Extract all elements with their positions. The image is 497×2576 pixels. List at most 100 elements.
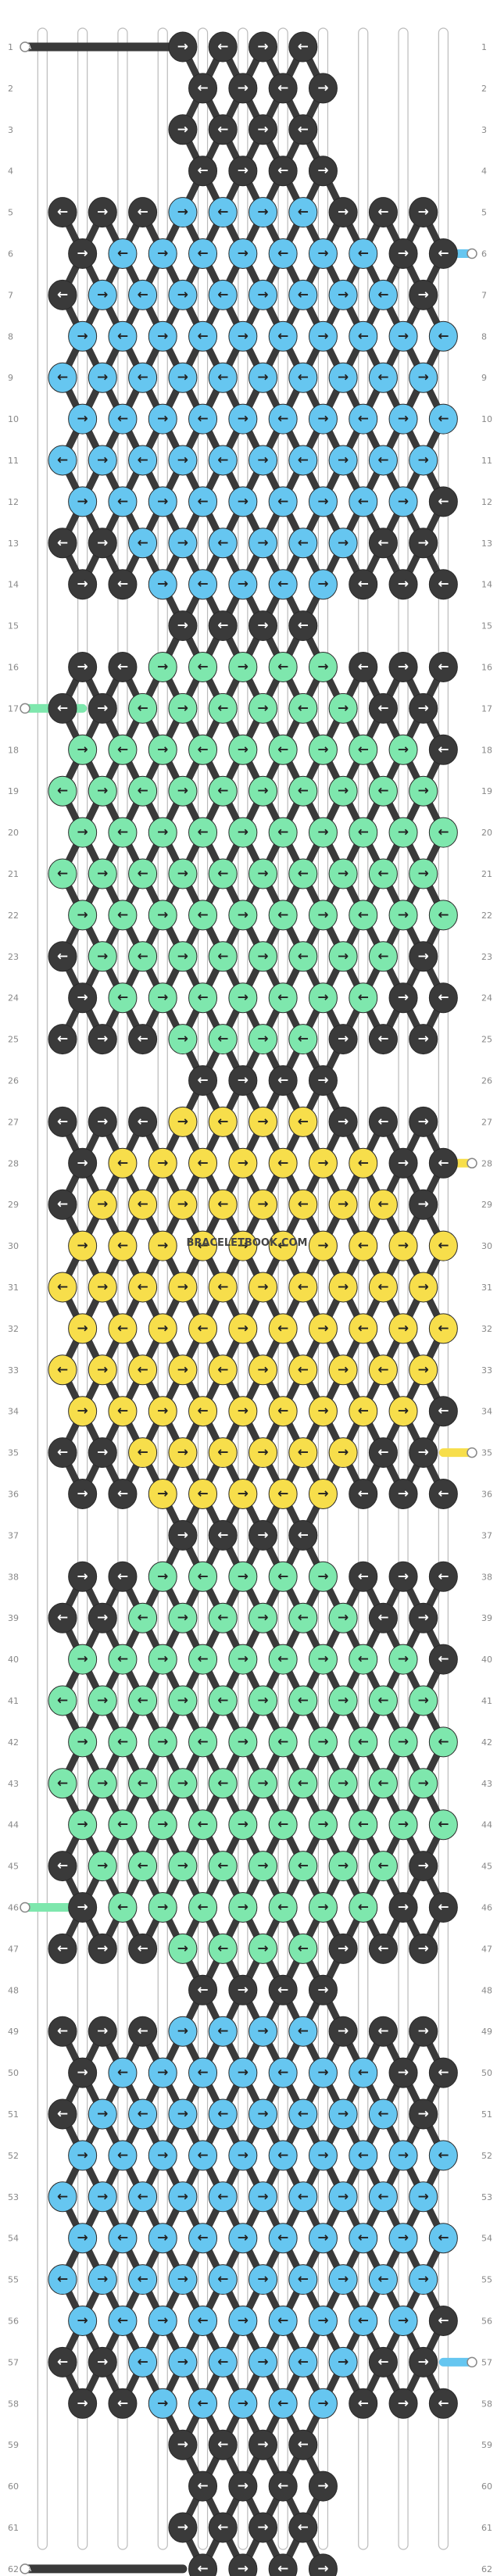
row-number-right: 12 bbox=[481, 497, 492, 507]
knot bbox=[388, 1396, 418, 1427]
knot bbox=[168, 2346, 198, 2377]
knot bbox=[188, 1644, 218, 1675]
knot bbox=[88, 858, 117, 889]
row-number-left: 1 bbox=[8, 42, 13, 52]
knot-arrow: ← bbox=[277, 1404, 288, 1419]
row-number-right: 5 bbox=[481, 208, 487, 218]
knot-arrow: → bbox=[317, 2148, 328, 2163]
row-number-right: 16 bbox=[481, 663, 492, 673]
knot bbox=[208, 775, 238, 807]
knot-arrow: → bbox=[317, 990, 328, 1006]
watermark-text: BRACELETBOOK.COM bbox=[187, 1237, 308, 1249]
knot bbox=[349, 1147, 378, 1179]
knot-arrow: → bbox=[157, 1487, 168, 1502]
knot-arrow: → bbox=[157, 660, 168, 675]
knot-arrow: → bbox=[77, 825, 88, 840]
knot bbox=[168, 1106, 198, 1137]
row-number-left: 3 bbox=[8, 125, 13, 135]
knot-arrow: ← bbox=[438, 246, 449, 262]
knot-arrow: → bbox=[157, 2395, 168, 2411]
knot bbox=[88, 1354, 117, 1386]
knot bbox=[268, 2306, 298, 2336]
knot bbox=[88, 1189, 117, 1220]
knot-arrow: → bbox=[317, 2561, 328, 2576]
knot bbox=[409, 1602, 438, 1633]
knot-arrow: ← bbox=[197, 163, 208, 179]
row-number-left: 52 bbox=[8, 2151, 19, 2161]
knot-arrow: → bbox=[97, 1859, 108, 1874]
knot-arrow: → bbox=[338, 1941, 349, 1956]
knot bbox=[208, 197, 238, 228]
knot-arrow: ← bbox=[57, 205, 68, 220]
knot-arrow: ← bbox=[298, 1776, 309, 1791]
row-number-left: 19 bbox=[8, 786, 19, 796]
knot bbox=[428, 1230, 458, 1261]
knot-arrow: → bbox=[257, 618, 268, 634]
knot-arrow: → bbox=[77, 2065, 88, 2080]
knot-arrow: → bbox=[257, 1445, 268, 1461]
knot bbox=[308, 2223, 338, 2254]
knot-arrow: ← bbox=[358, 1817, 369, 1833]
knot bbox=[208, 1106, 238, 1137]
knot-arrow: → bbox=[97, 866, 108, 882]
knot-arrow: → bbox=[418, 2189, 429, 2205]
knot-arrow: ← bbox=[298, 1693, 309, 1708]
knot-arrow: ← bbox=[217, 287, 228, 302]
knot-arrow: → bbox=[257, 2106, 268, 2122]
knot-arrow: ← bbox=[438, 1900, 449, 1916]
knot bbox=[68, 1396, 98, 1427]
knot-arrow: → bbox=[398, 660, 409, 675]
knot bbox=[48, 775, 77, 807]
knot-arrow: ← bbox=[197, 1487, 208, 1502]
knot bbox=[349, 817, 378, 848]
knot-arrow: → bbox=[317, 1238, 328, 1254]
knot bbox=[428, 2223, 458, 2254]
row-number-left: 2 bbox=[8, 84, 13, 94]
knot-arrow: → bbox=[317, 2313, 328, 2329]
row-number-left: 47 bbox=[8, 1944, 19, 1954]
knot bbox=[168, 1189, 198, 1220]
knot-arrow: → bbox=[338, 1197, 349, 1212]
knot bbox=[388, 900, 418, 931]
knot-arrow: ← bbox=[277, 328, 288, 344]
knot bbox=[349, 1726, 378, 1758]
knot bbox=[128, 445, 158, 476]
row-number-right: 59 bbox=[481, 2440, 492, 2450]
knot bbox=[349, 1561, 378, 1592]
row-number-left: 6 bbox=[8, 249, 13, 259]
knot bbox=[308, 900, 338, 931]
knot bbox=[328, 1851, 358, 1882]
knot-arrow: ← bbox=[358, 2148, 369, 2163]
knot-arrow: → bbox=[77, 1651, 88, 1667]
knot bbox=[328, 1189, 358, 1220]
knot bbox=[208, 858, 238, 889]
knot bbox=[128, 1602, 158, 1633]
knot bbox=[228, 2223, 258, 2254]
knot-arrow: → bbox=[398, 2065, 409, 2080]
knot-arrow: ← bbox=[197, 1734, 208, 1750]
knot bbox=[208, 1519, 238, 1551]
thread-end-circle bbox=[20, 41, 30, 52]
knot bbox=[308, 1974, 338, 2005]
knot bbox=[148, 734, 177, 765]
row-number-right: 4 bbox=[481, 166, 487, 177]
knot bbox=[328, 1024, 358, 1055]
knot-arrow: → bbox=[257, 2272, 268, 2288]
knot bbox=[268, 734, 298, 765]
knot bbox=[388, 403, 418, 435]
knot-arrow: → bbox=[418, 2023, 429, 2039]
knot-arrow: ← bbox=[277, 1569, 288, 1584]
knot bbox=[428, 1313, 458, 1344]
knot bbox=[128, 2346, 158, 2377]
knot bbox=[168, 858, 198, 889]
knot bbox=[308, 1809, 338, 1841]
knot bbox=[248, 31, 277, 63]
knot bbox=[248, 362, 277, 393]
knot-arrow: ← bbox=[277, 2395, 288, 2411]
knot-arrow: → bbox=[257, 370, 268, 385]
knot-arrow: ← bbox=[298, 2437, 309, 2453]
row-number-right: 36 bbox=[481, 1490, 492, 1500]
knot bbox=[188, 2140, 218, 2171]
knot-arrow: ← bbox=[57, 1197, 68, 1212]
knot-arrow: → bbox=[317, 2478, 328, 2494]
